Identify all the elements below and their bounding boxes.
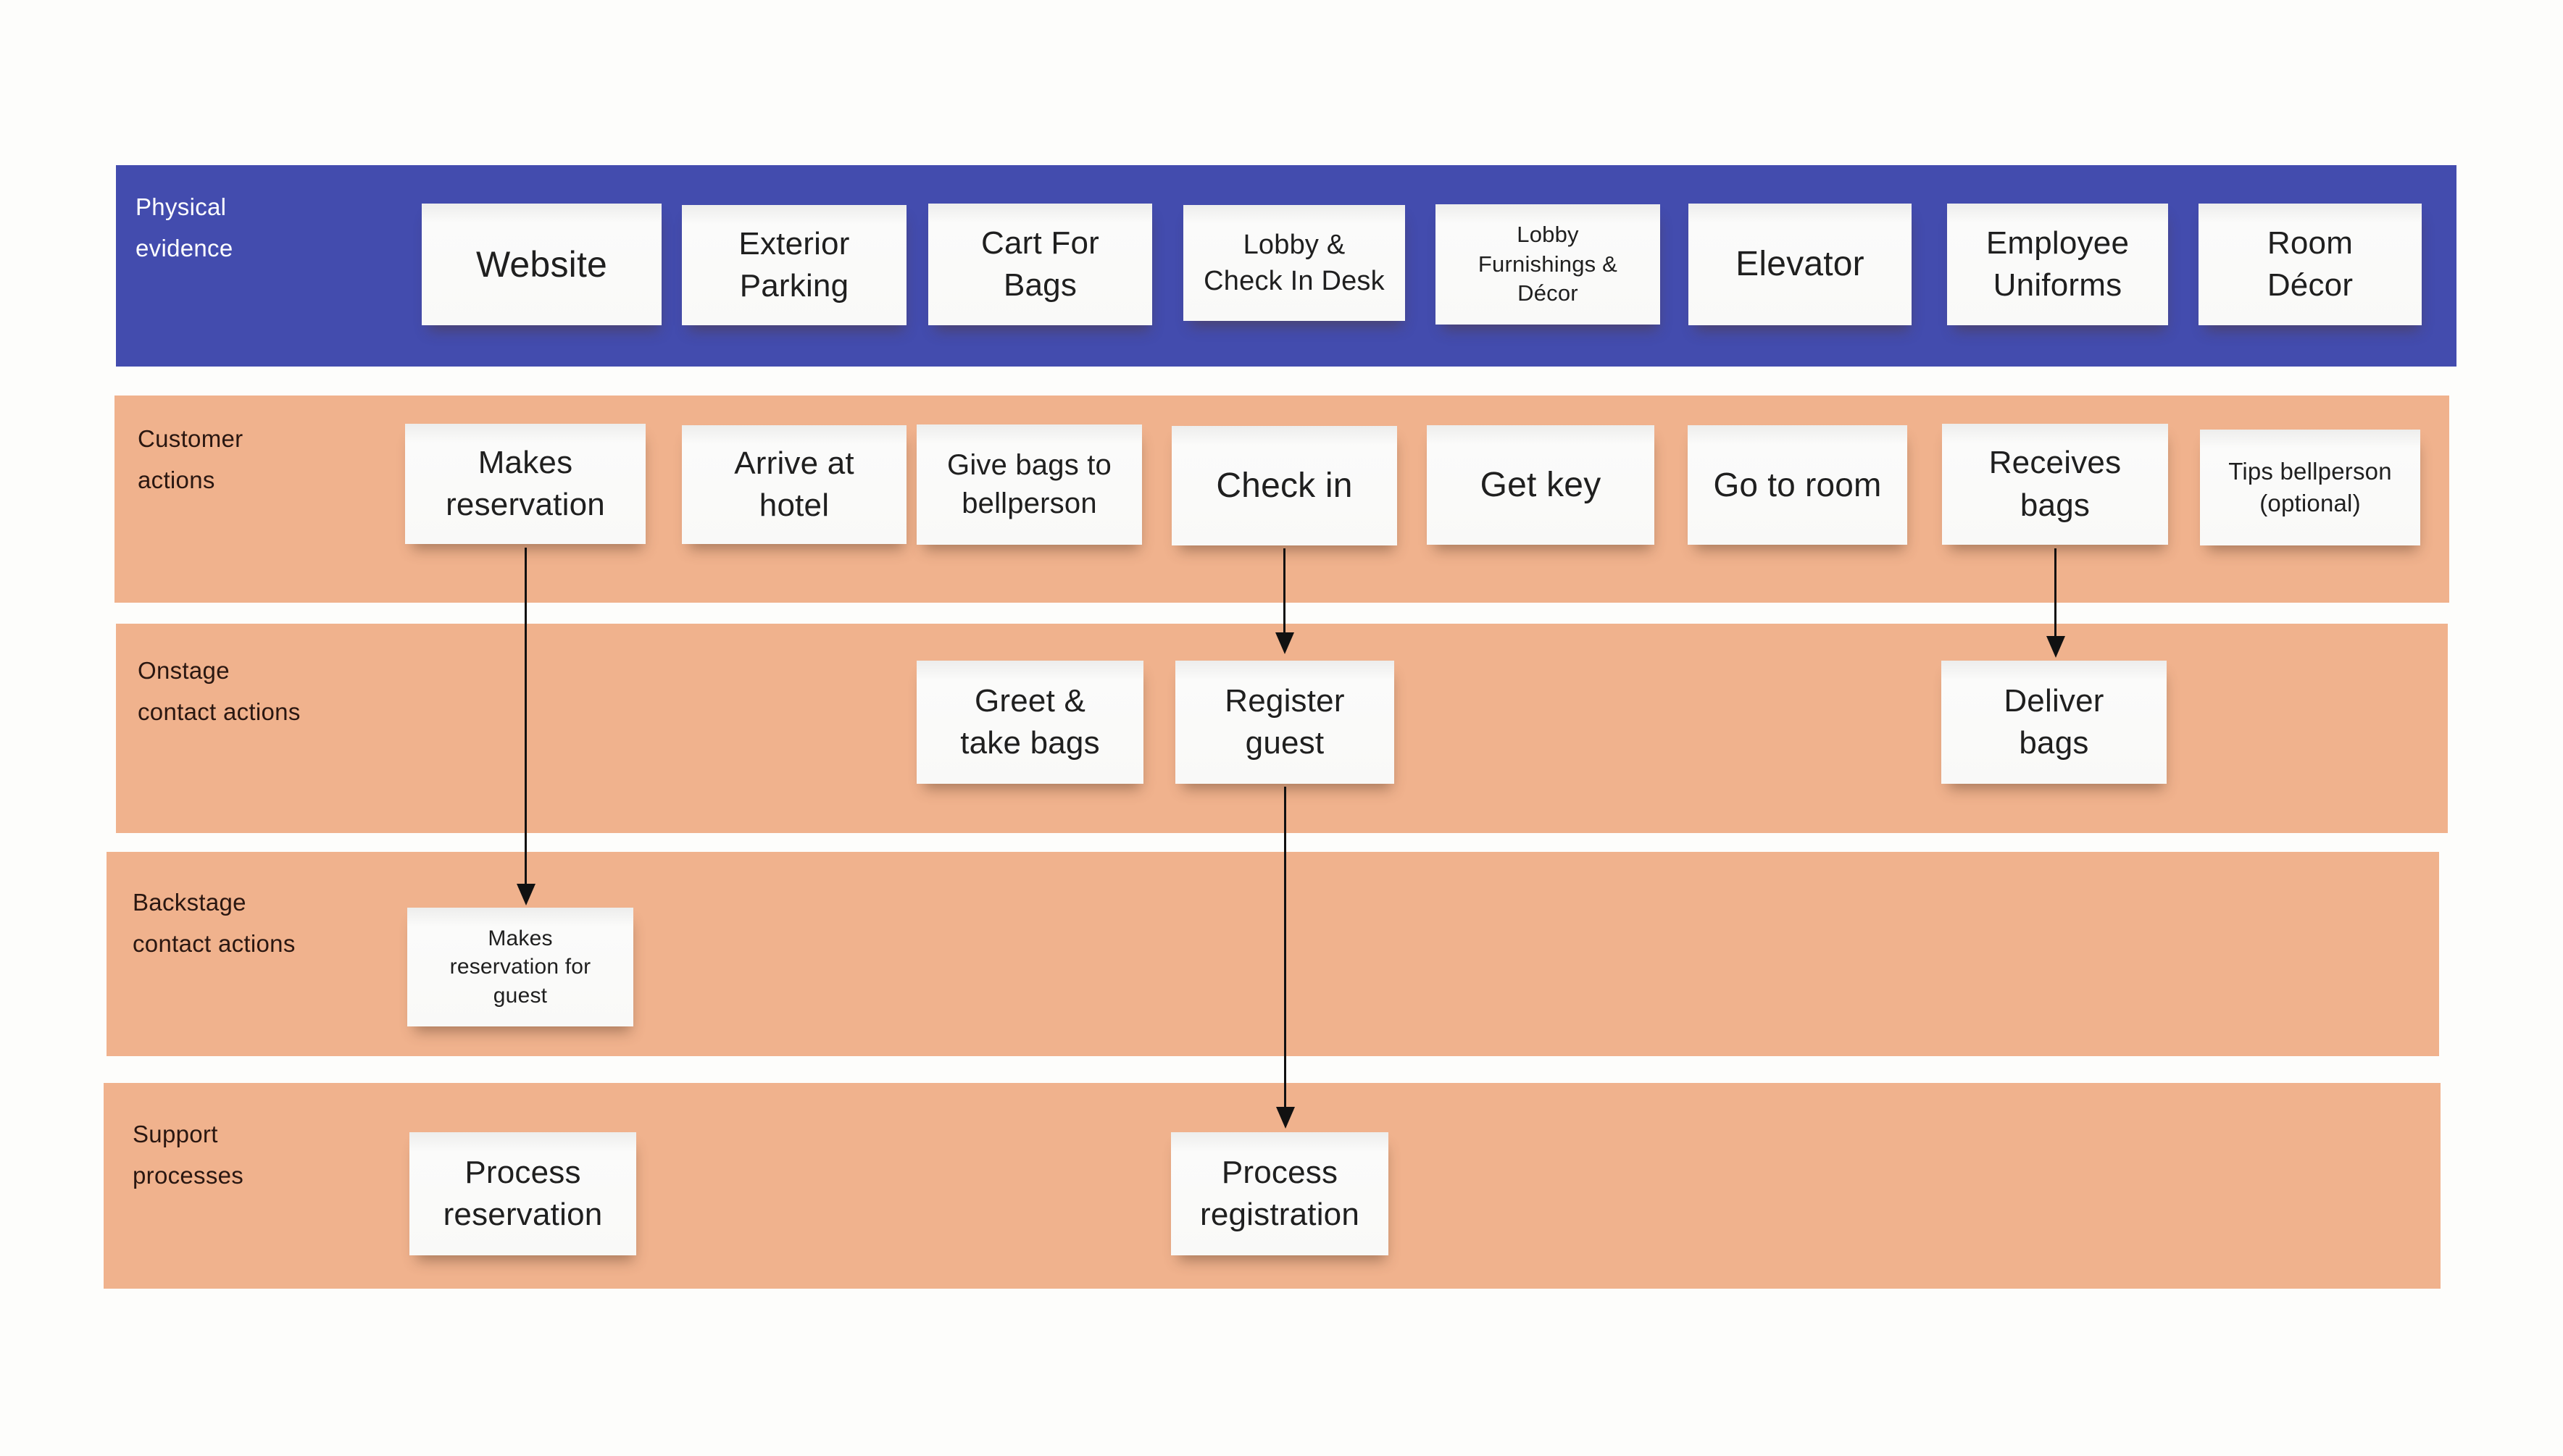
row-label-support-processes: Support processes (133, 1121, 244, 1189)
note-arrive-at-hotel[interactable]: Arrive at hotel (682, 425, 907, 544)
note-register-guest[interactable]: Register guest (1175, 661, 1394, 784)
arrow-shaft (2054, 548, 2056, 636)
note-process-registration[interactable]: Process registration (1171, 1132, 1388, 1255)
note-makes-reservation[interactable]: Makes reservation (405, 424, 646, 544)
note-process-reservation[interactable]: Process reservation (409, 1132, 636, 1255)
arrow-receives-bags-to-deliver-bags (2046, 548, 2065, 658)
arrow-head-icon (1275, 1107, 1295, 1129)
note-tips-bellperson[interactable]: Tips bellperson (optional) (2200, 430, 2420, 545)
note-get-key[interactable]: Get key (1427, 425, 1654, 545)
arrow-makes-reservation-to-backstage (516, 548, 535, 905)
arrow-head-icon (2046, 636, 2065, 658)
note-check-in[interactable]: Check in (1172, 426, 1397, 545)
row-label-physical-evidence: Physical evidence (136, 193, 233, 262)
note-exterior-parking[interactable]: Exterior Parking (682, 205, 907, 325)
note-website[interactable]: Website (422, 204, 662, 325)
note-lobby-check-in-desk[interactable]: Lobby & Check In Desk (1183, 205, 1405, 321)
note-room-decor[interactable]: Room Décor (2199, 204, 2422, 325)
note-go-to-room[interactable]: Go to room (1688, 425, 1907, 545)
row-label-customer-actions: Customer actions (138, 425, 243, 493)
note-cart-for-bags[interactable]: Cart For Bags (928, 204, 1152, 325)
note-employee-uniforms[interactable]: Employee Uniforms (1947, 204, 2168, 325)
row-label-backstage-contact-actions: Backstage contact actions (133, 889, 296, 957)
arrow-check-in-to-register-guest (1275, 548, 1294, 654)
arrow-head-icon (1275, 632, 1294, 654)
arrow-register-guest-to-process-registration (1275, 787, 1295, 1129)
arrow-head-icon (516, 884, 535, 905)
note-lobby-furnishings-decor[interactable]: Lobby Furnishings & Décor (1435, 204, 1660, 325)
note-give-bags-to-bellperson[interactable]: Give bags to bellperson (917, 424, 1142, 545)
row-label-onstage-contact-actions: Onstage contact actions (138, 657, 301, 725)
note-deliver-bags[interactable]: Deliver bags (1941, 661, 2167, 784)
arrow-shaft (1283, 548, 1285, 632)
note-greet-take-bags[interactable]: Greet & take bags (917, 661, 1143, 784)
arrow-shaft (525, 548, 527, 884)
note-elevator[interactable]: Elevator (1688, 204, 1912, 325)
note-receives-bags[interactable]: Receives bags (1942, 424, 2168, 545)
arrow-shaft (1284, 787, 1286, 1107)
note-makes-reservation-for-guest[interactable]: Makes reservation for guest (407, 908, 633, 1026)
